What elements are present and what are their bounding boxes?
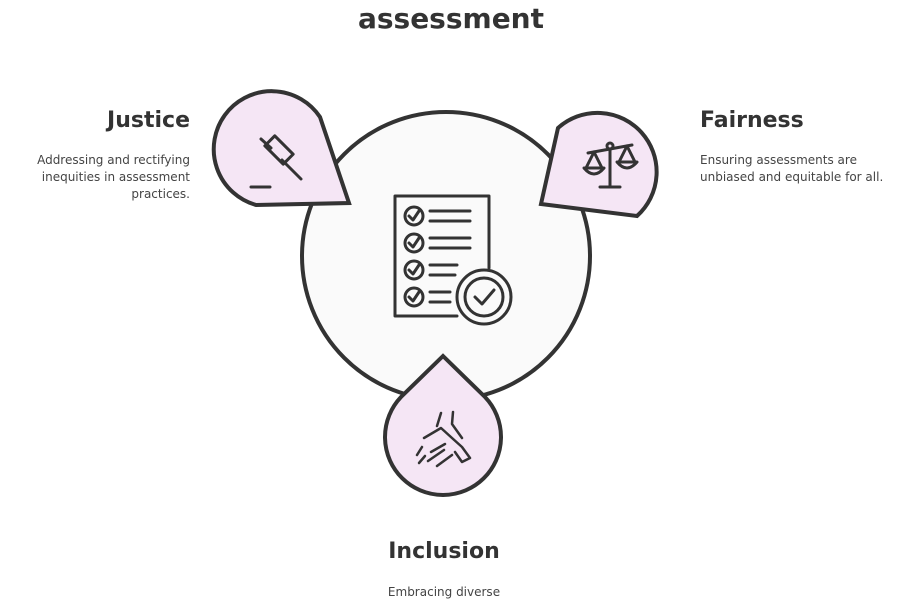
checklist-icon [393, 194, 513, 326]
diagram-title: assessment [357, 2, 545, 35]
joined-hands-icon [415, 410, 472, 468]
justice-label: Justice [107, 108, 190, 133]
fairness-description: Ensuring assessments are unbiased and eq… [700, 153, 884, 184]
scales-icon [582, 141, 639, 189]
inclusion-node [383, 353, 503, 497]
inclusion-description: Embracing diverse [387, 585, 501, 599]
inclusion-label: Inclusion [388, 539, 500, 564]
justice-description: Addressing and rectifying inequities in … [37, 153, 190, 201]
fairness-label: Fairness [700, 108, 804, 133]
gavel-icon [249, 134, 303, 189]
justice-node [211, 89, 352, 208]
